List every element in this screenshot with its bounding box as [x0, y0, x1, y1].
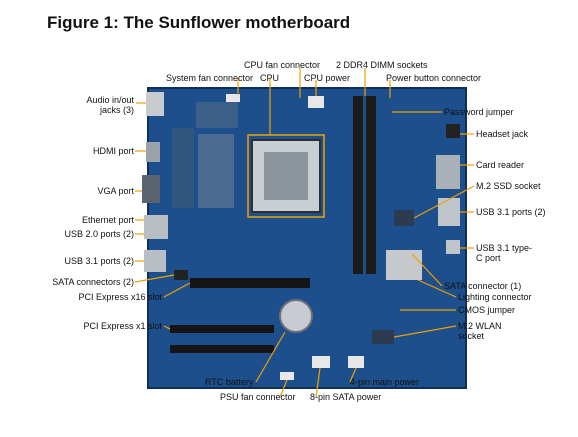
- label-m2-ssd-socket: M.2 SSD socket: [476, 181, 541, 191]
- dimm-slot-1: [353, 96, 363, 274]
- label-headset-jack: Headset jack: [476, 129, 529, 139]
- label-lighting-connector: Lighting connector: [458, 292, 532, 302]
- m2-wlan-socket: [372, 330, 394, 344]
- m2-ssd-socket: [394, 210, 414, 226]
- cpu-power-connector: [308, 96, 324, 108]
- usb-typec-block: [446, 240, 460, 254]
- label-usb31-ports-right: USB 3.1 ports (2): [476, 207, 546, 217]
- label-system-fan-connector: System fan connector: [166, 73, 254, 83]
- psu-fan-connector: [280, 372, 294, 380]
- vga-port-block: [142, 175, 160, 203]
- system-fan-connector: [226, 94, 240, 102]
- label-psu-fan-connector: PSU fan connector: [220, 392, 296, 402]
- label-vga-port: VGA port: [97, 186, 134, 196]
- label-pcie-x16: PCI Express x16 slot: [78, 292, 162, 302]
- label-dimm-sockets: 2 DDR4 DIMM sockets: [336, 60, 428, 70]
- ethernet-usb-block: [144, 215, 168, 239]
- main-power-connector: [348, 356, 364, 368]
- pcie-x1-slot: [170, 325, 274, 333]
- pcie-x16-slot: [190, 278, 310, 288]
- dimm-slot-2: [366, 96, 376, 274]
- label-power-button-connector: Power button connector: [386, 73, 482, 83]
- rtc-battery: [279, 299, 313, 333]
- hdmi-port-block: [146, 142, 160, 162]
- label-cmos-jumper: CMOS jumper: [458, 305, 516, 315]
- motherboard-pcb: [148, 88, 466, 388]
- label-ethernet-port: Ethernet port: [81, 215, 134, 225]
- label-password-jumper: Password jumper: [444, 107, 514, 117]
- label-usb20-ports: USB 2.0 ports (2): [64, 229, 134, 239]
- label-cpu-power: CPU power: [304, 73, 351, 83]
- leader-lines: [134, 68, 475, 398]
- label-usb31-typec: USB 3.1 type-C port: [476, 243, 533, 263]
- card-reader-block: [436, 155, 460, 189]
- sata-connector-block: [174, 270, 188, 280]
- label-sata-connectors: SATA connectors (2): [52, 277, 134, 287]
- label-pcie-x1: PCI Express x1 slot: [83, 321, 162, 331]
- usb31-left-block: [144, 250, 166, 272]
- audio-jacks-block: [146, 92, 164, 116]
- label-rtc-battery: RTC battery: [205, 377, 254, 387]
- headset-jack: [446, 124, 460, 138]
- label-m2-wlan: M.2 WLAN socket: [458, 321, 502, 341]
- usb31-right-block: [438, 198, 460, 226]
- label-cpu-fan-connector: CPU fan connector: [244, 60, 321, 70]
- sata-power-connector: [312, 356, 330, 368]
- label-hdmi-port: HDMI port: [92, 146, 134, 156]
- label-sata-power: 8-pin SATA power: [310, 392, 382, 402]
- figure-title: Figure 1: The Sunflower motherboard: [47, 13, 351, 32]
- label-card-reader: Card reader: [476, 160, 525, 170]
- label-audio-jacks: Audio in/out jacks (3): [86, 95, 134, 115]
- label-cpu: CPU: [260, 73, 280, 83]
- chipset-heatsink: [386, 250, 422, 280]
- label-usb31-ports-left: USB 3.1 ports (2): [64, 256, 134, 266]
- label-sata-connector-1: SATA connector (1): [444, 281, 522, 291]
- label-main-power: 4-pin main power: [350, 377, 420, 387]
